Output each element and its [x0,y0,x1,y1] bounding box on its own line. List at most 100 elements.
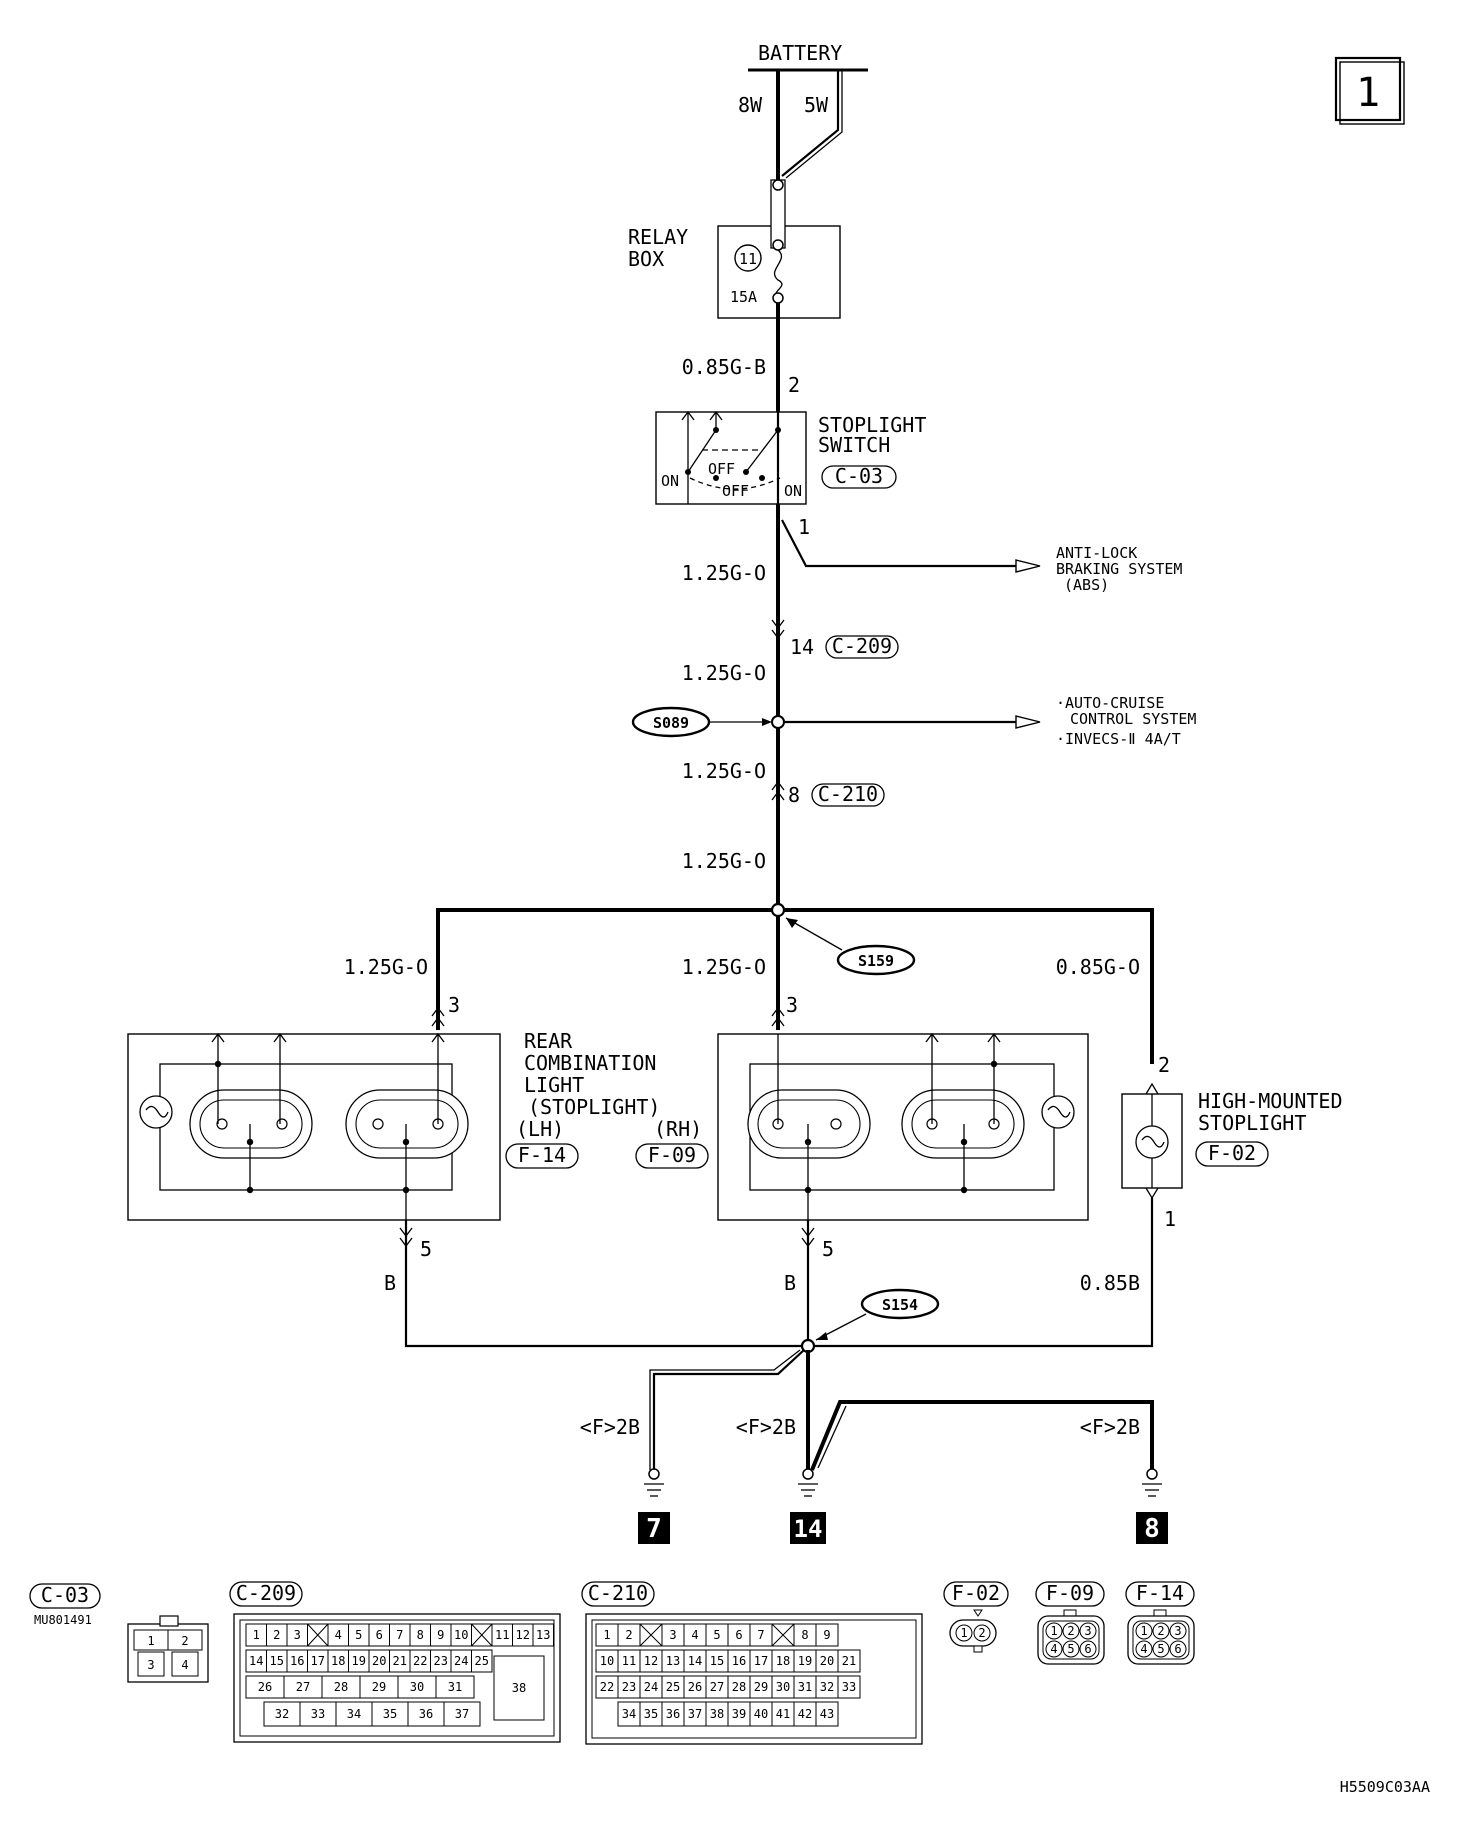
c209-badge [825,635,899,659]
pin-number: 10 [600,1654,614,1668]
pin-number: 3 [294,1628,301,1642]
pin-number: 8 [801,1628,808,1642]
abs-arrow-icon [1015,559,1041,573]
wire-rh-ground: B [784,1271,796,1295]
connector-view-f02: F-02 1 2 [943,1581,1009,1653]
abs-branch-wire [781,519,1016,568]
ground-point-right-badge [1136,1512,1168,1544]
high-mount-bulb-icon [1135,1125,1169,1159]
f14-pin [1135,1640,1153,1658]
wire-c210-to-s159: 1.25G-O [682,849,766,873]
pin-number: 29 [754,1680,768,1694]
f09-pin [1062,1622,1080,1640]
f09-pin [1079,1622,1097,1640]
lh-pin-in: 3 [448,993,460,1017]
f14-pin [1135,1622,1153,1640]
rh-pin-out: 5 [822,1237,834,1261]
rear-light-label-4: (STOPLIGHT) [528,1095,660,1119]
pin-number: 32 [275,1707,289,1721]
pin-number: 14 [688,1654,702,1668]
s089-splice-point [771,715,785,729]
pin-number: 19 [798,1654,812,1668]
c210-pin: 8 [788,783,800,807]
svg-text:4: 4 [181,1658,188,1672]
f14-view-label: F-14 [1136,1581,1184,1605]
pin-number: 2 [273,1628,280,1642]
s159-splice-point [770,902,786,918]
c210-pin [837,1649,861,1673]
fuse-icon [773,249,783,297]
high-mount-pin-in: 2 [1158,1053,1170,1077]
cruise-label-1: ·AUTO-CRUISE [1056,694,1164,712]
pin-number: 9 [823,1628,830,1642]
high-mount-label-2: STOPLIGHT [1198,1111,1306,1135]
pin-number: 13 [536,1628,550,1642]
pin-number: 32 [820,1680,834,1694]
c03-view-label: C-03 [41,1583,89,1607]
pin-number: 27 [296,1680,310,1694]
pin-number: 35 [644,1707,658,1721]
battery-label: BATTERY [758,41,842,65]
switch-label-1: STOPLIGHT [818,413,926,437]
rh-pin-in: 3 [786,993,798,1017]
wire-c209-to-splice: 1.25G-O [682,661,766,685]
c209-connector-icon [771,619,785,640]
abs-label-1: ANTI-LOCK [1056,544,1137,562]
pin-number: 41 [776,1707,790,1721]
pin-number: 20 [372,1654,386,1668]
abs-label-2: BRAKING SYSTEM [1056,560,1182,578]
ground-left-wire-label: <F>2B [580,1415,640,1439]
pin-number: 19 [352,1654,366,1668]
pin-number: 6 [1174,1642,1181,1656]
ground-symbol-right [1142,1468,1162,1497]
page-number: 1 [1356,70,1380,116]
c209-pin [335,1701,373,1727]
pin-number: 7 [396,1628,403,1642]
ground-symbol-center [798,1468,818,1497]
pin-number: 7 [757,1628,764,1642]
pin-number: 4 [1050,1642,1057,1656]
s154-splice-badge [860,1288,940,1320]
pin-number: 8 [417,1628,424,1642]
wire-high-mount-ground: 0.85B [1080,1271,1140,1295]
ground-bus-wire [404,1198,1154,1348]
pin-number: 3 [1174,1624,1181,1638]
s154-label: S154 [882,1296,918,1314]
unused-pin-cross [639,1623,663,1647]
rear-light-lh: (LH) [516,1117,564,1141]
pin-number: 23 [434,1654,448,1668]
pin-number: 15 [270,1654,284,1668]
c209-pin [263,1701,301,1727]
ground-point-center-badge [790,1512,826,1544]
high-mount-pin-out: 1 [1164,1207,1176,1231]
pin-number: 3 [1084,1624,1091,1638]
rh-connector: F-09 [648,1143,696,1167]
unused-pin-cross [471,1623,493,1647]
f09-pin [1045,1640,1063,1658]
pin-number: 34 [347,1707,361,1721]
switch-label-2: SWITCH [818,433,890,457]
lh-bulb-1-icon [189,1089,313,1159]
svg-text:3: 3 [147,1658,154,1672]
pin-number: 24 [454,1654,468,1668]
pin-number: 1 [603,1628,610,1642]
pin-number: 17 [311,1654,325,1668]
fuse-number-circle [734,244,762,272]
c209-pin [471,1649,493,1673]
pin-number: 1 [1140,1624,1147,1638]
c209-pin: 14 [790,635,814,659]
relay-box-label-1: RELAY [628,225,688,249]
ground-right-wire-label: <F>2B [1080,1415,1140,1439]
c209-pin [407,1701,445,1727]
pin-number: 30 [776,1680,790,1694]
f02-view-label: F-02 [952,1581,1000,1605]
pin-number: 5 [713,1628,720,1642]
pin-number: 26 [258,1680,272,1694]
high-mounted-stoplight: 2 1 HIGH-MOUNTED STOPLIGHT F-02 [1121,1053,1343,1231]
pin-number: 28 [334,1680,348,1694]
high-mount-label-1: HIGH-MOUNTED [1198,1089,1343,1113]
fuse-rating: 15A [730,288,757,306]
